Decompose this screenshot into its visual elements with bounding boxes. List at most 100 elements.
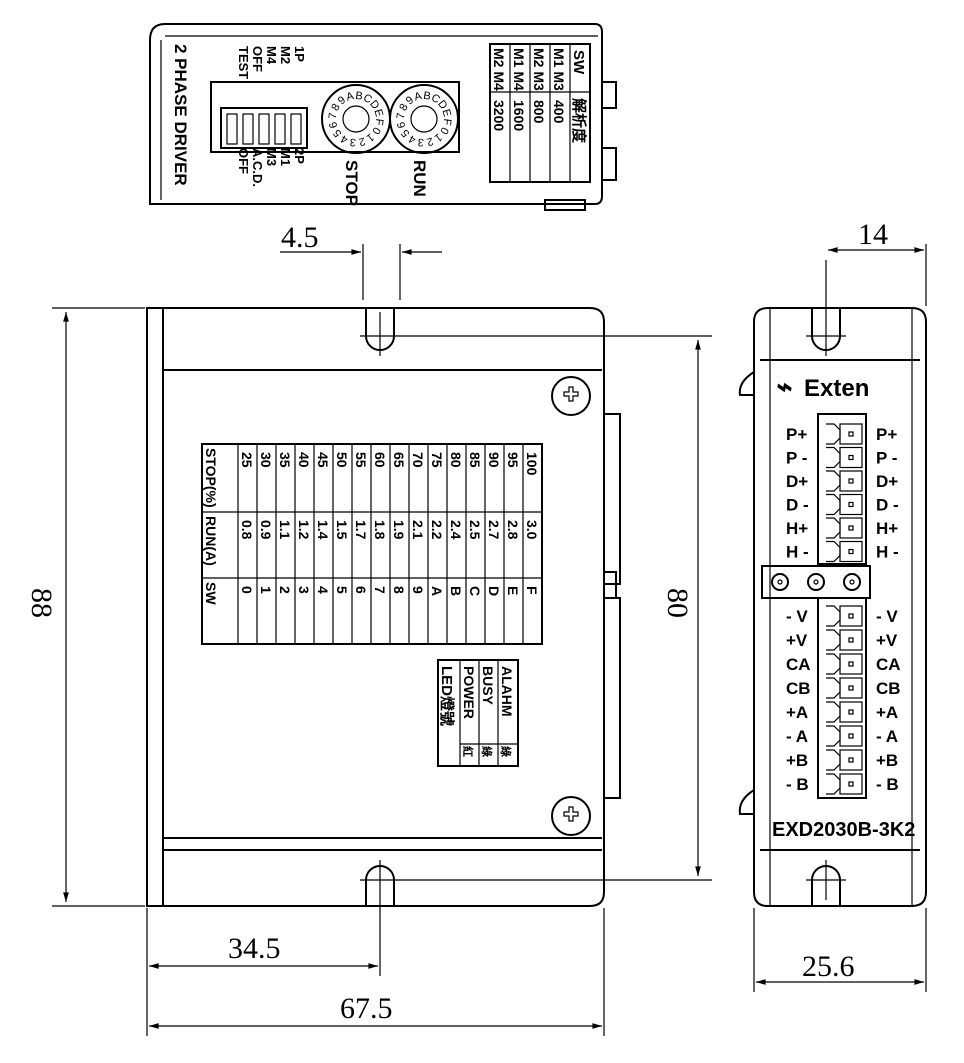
terminal-pin[interactable] bbox=[839, 749, 863, 771]
dip-switch-slot[interactable] bbox=[258, 113, 270, 145]
dip-right-label: OFF bbox=[236, 148, 251, 174]
pin-label-right: D - bbox=[876, 496, 899, 515]
current-table-cell: 6 bbox=[353, 586, 369, 594]
current-table-cell: 1.4 bbox=[315, 520, 331, 540]
terminal-pin[interactable] bbox=[839, 605, 863, 627]
pin-label-left: CB bbox=[786, 679, 811, 698]
current-table-cell: B bbox=[448, 586, 464, 596]
current-table-cell: 35 bbox=[277, 452, 293, 468]
dip-switch-slot[interactable] bbox=[290, 113, 302, 145]
current-table-cell: 4 bbox=[315, 586, 331, 594]
current-table-header: STOP(%) bbox=[203, 448, 219, 508]
current-table-cell: 8 bbox=[391, 586, 407, 594]
side-view: ⌁ Exten P+P+P -P -D+D+D -D -H+H+H -H - -… bbox=[738, 260, 927, 907]
run-dial-char: F bbox=[440, 118, 453, 127]
current-table-cell: A bbox=[429, 586, 445, 596]
dim-25-6: 25.6 bbox=[802, 950, 855, 983]
pin-label-right: - B bbox=[876, 775, 899, 794]
pin-label-left: +A bbox=[786, 703, 808, 722]
current-table-cell: 75 bbox=[429, 452, 445, 468]
rotary-switch-run[interactable] bbox=[389, 84, 459, 154]
current-table-cell: 40 bbox=[296, 452, 312, 468]
current-table-cell: 2.1 bbox=[410, 520, 426, 540]
terminal-pin[interactable] bbox=[839, 517, 863, 539]
run-dial-char: 7 bbox=[395, 112, 408, 120]
terminal-pin[interactable] bbox=[839, 446, 863, 469]
stop-label: STOP bbox=[342, 160, 361, 206]
current-table-cell: 55 bbox=[353, 452, 369, 468]
screw-top bbox=[551, 376, 591, 416]
dip-left-label: M2 bbox=[278, 46, 293, 64]
dimension-hole-width: 4.5 bbox=[280, 221, 442, 300]
terminal-pin[interactable] bbox=[839, 423, 863, 445]
pin-label-right: +V bbox=[876, 631, 898, 650]
stop-dial-char: 8 bbox=[329, 102, 342, 113]
led-function: BUSY bbox=[480, 666, 496, 706]
current-table-cell: 7 bbox=[372, 586, 388, 594]
dip-switch[interactable] bbox=[220, 107, 308, 149]
dim-14: 14 bbox=[858, 218, 888, 251]
terminal-pin[interactable] bbox=[839, 653, 863, 675]
terminal-pin[interactable] bbox=[839, 540, 863, 563]
dip-switch-slot[interactable] bbox=[226, 113, 238, 145]
current-table-cell: D bbox=[486, 586, 502, 596]
run-dial-char: 0 bbox=[437, 125, 450, 136]
stop-dial-char: 3 bbox=[349, 135, 357, 148]
terminal-pin[interactable] bbox=[839, 629, 863, 651]
current-table-cell: 90 bbox=[486, 452, 502, 468]
current-table-header: SW bbox=[203, 582, 219, 605]
dip-switch-slot[interactable] bbox=[242, 113, 254, 145]
pin-label-right: - V bbox=[876, 607, 898, 626]
run-dial-char: A bbox=[413, 90, 424, 104]
dip-switch-slot[interactable] bbox=[274, 113, 286, 145]
current-table: SWRUN(A)STOP(%)00.82510.93021.13531.2404… bbox=[201, 443, 543, 645]
pin-label-left: - B bbox=[786, 775, 809, 794]
dimension-height-inner: 80 bbox=[400, 335, 712, 881]
terminal-pin[interactable] bbox=[839, 677, 863, 699]
res-table-header: 解析度 bbox=[570, 98, 588, 144]
stop-dial-char: 6 bbox=[327, 120, 340, 129]
current-table-cell: 2.8 bbox=[505, 520, 521, 540]
stop-dial-char: B bbox=[355, 90, 364, 103]
current-table-cell: 45 bbox=[315, 452, 331, 468]
current-table-cell: 2.2 bbox=[429, 520, 445, 540]
brand-icon: ⌁ bbox=[774, 371, 792, 402]
pin-label-right: H - bbox=[876, 543, 899, 562]
terminal-pin[interactable] bbox=[839, 493, 863, 516]
terminal-pin[interactable] bbox=[839, 725, 863, 747]
current-table-cell: 2.4 bbox=[448, 520, 464, 540]
pin-label-left: D - bbox=[786, 496, 809, 515]
terminal-pin[interactable] bbox=[839, 470, 863, 492]
pin-label-left: +V bbox=[786, 631, 808, 650]
driver-side-label: 2 PHASE DRIVER bbox=[171, 44, 190, 186]
led-function: POWER bbox=[461, 666, 477, 719]
dim-67-5: 67.5 bbox=[340, 992, 393, 1025]
pin-label-left: D+ bbox=[786, 472, 808, 491]
upper-terminal-block bbox=[817, 413, 867, 565]
pin-label-right: +A bbox=[876, 703, 898, 722]
current-table-cell: 0.8 bbox=[239, 520, 255, 540]
stop-dial-char: E bbox=[371, 108, 384, 118]
pin-label-right: P+ bbox=[876, 425, 897, 444]
res-table-sw: M1 M3 bbox=[551, 48, 567, 91]
res-table-value: 400 bbox=[551, 100, 567, 124]
current-table-cell: 0 bbox=[239, 586, 255, 594]
terminal-pin[interactable] bbox=[839, 773, 863, 795]
dip-left-label: 1P bbox=[292, 46, 307, 62]
run-dial-char: 3 bbox=[417, 135, 425, 148]
pin-label-left: H+ bbox=[786, 519, 808, 538]
run-label: RUN bbox=[410, 160, 429, 197]
current-table-cell: 25 bbox=[239, 452, 255, 468]
current-table-cell: 2.5 bbox=[467, 520, 483, 540]
current-table-cell: 1.5 bbox=[334, 520, 350, 540]
current-table-cell: 1.8 bbox=[372, 520, 388, 540]
pin-label-left: +B bbox=[786, 751, 808, 770]
pin-label-right: P - bbox=[876, 449, 897, 468]
terminal-pin[interactable] bbox=[839, 701, 863, 723]
dim-88: 88 bbox=[25, 588, 58, 618]
current-table-cell: 95 bbox=[505, 452, 521, 468]
dimension-depth: 25.6 bbox=[753, 908, 927, 992]
run-dial-char: E bbox=[439, 108, 452, 118]
